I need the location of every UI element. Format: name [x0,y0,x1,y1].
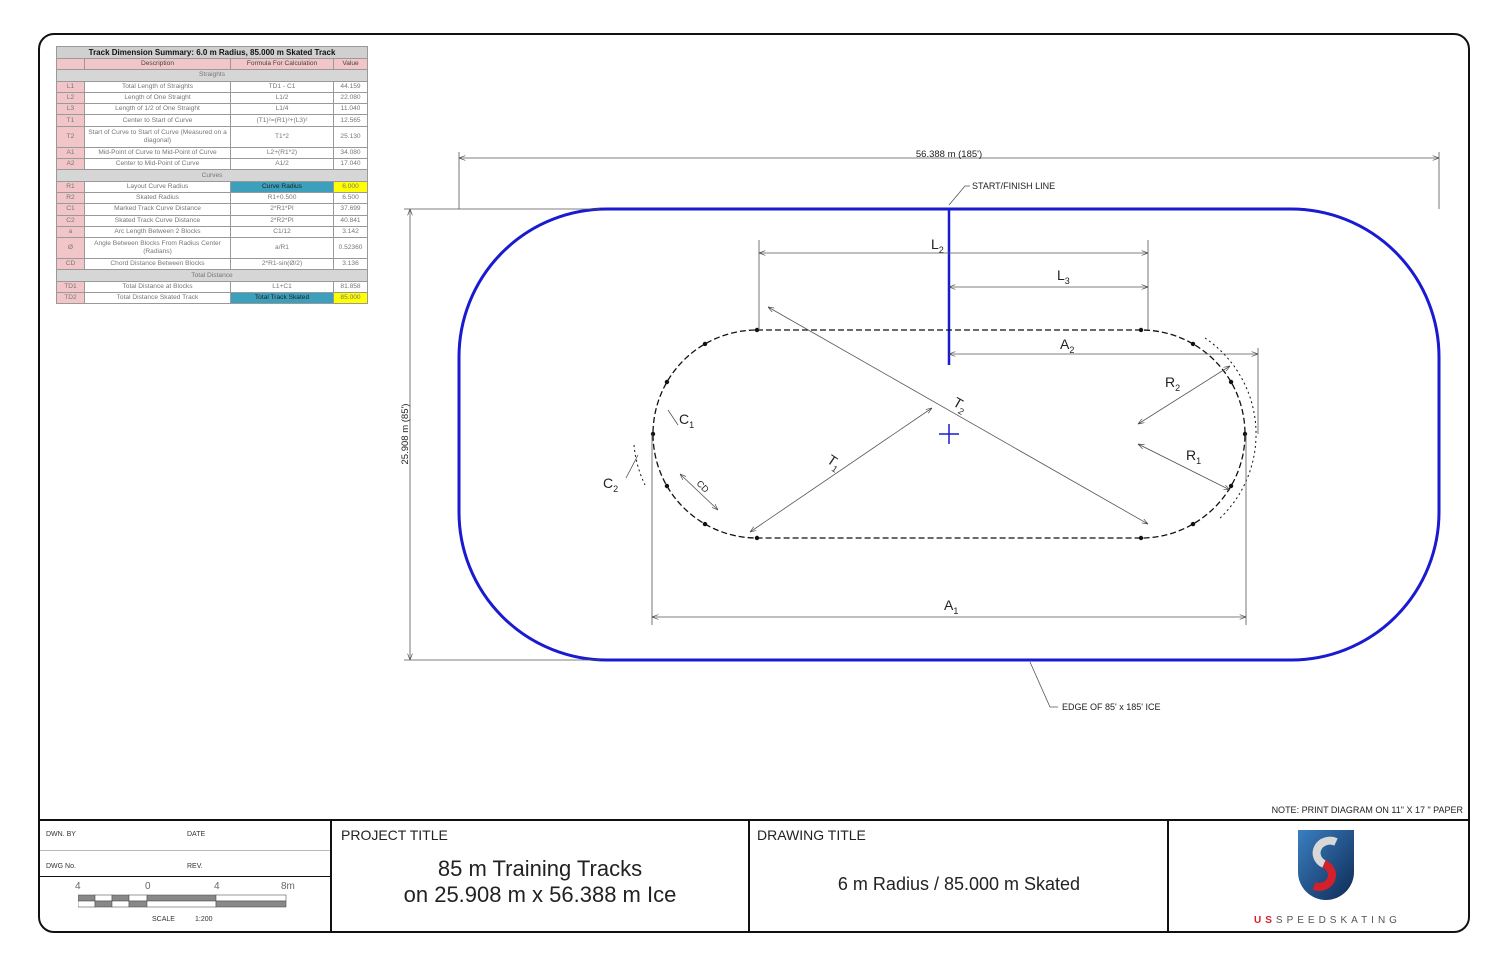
track-block [754,327,760,333]
track-block [664,379,670,385]
track-block [754,535,760,541]
drawing-title: 6 m Radius / 85.000 m Skated [837,874,1081,894]
scale-value: 1:200 [195,916,213,923]
label-t1: T1 [823,451,845,474]
scale-tick: 4 [75,881,81,892]
logo-shield-icon [1298,830,1354,900]
r2-dimension [1138,366,1230,424]
t1-dimension [750,408,932,532]
description-cell: Arc Length Between 2 Blocks [84,225,231,239]
track-block [1228,483,1234,489]
track-block [702,521,708,527]
label-cd: CD [695,478,712,495]
project-title: 85 m Training Tracks on 25.908 m x 56.38… [332,856,748,908]
edge-label: EDGE OF 85' x 185' ICE [1062,702,1160,712]
track-block [1228,379,1234,385]
width-dimension-label: 56.388 m (185') [916,149,982,160]
skated-track-arc-right [1204,337,1257,521]
table-title-row: Track Dimension Summary: 6.0 m Radius, 8… [55,46,369,59]
scale-label: SCALE [152,916,175,923]
edge-leader [1029,661,1058,708]
track-block [1242,431,1248,437]
project-title-heading: PROJECT TITLE [341,827,448,843]
symbol-cell: TD2 [56,292,85,305]
track-block [650,431,656,437]
track-block [664,483,670,489]
label-l3: L3 [1057,267,1070,286]
divider [748,820,750,932]
drawing-frame [38,33,1470,933]
drawn-by-label: DWN. BY [46,831,76,838]
date-label: DATE [187,831,206,838]
column-header: Description [84,57,231,71]
track-block [1190,521,1196,527]
title-block [38,819,1470,821]
label-t2: T2 [949,394,970,417]
symbol-cell: T2 [56,125,85,148]
label-a2: A2 [1060,336,1074,355]
scale-bar-graphic [78,894,287,908]
project-title-line1: 85 m Training Tracks [437,856,643,881]
label-r1: R1 [1186,447,1201,466]
track-block [1190,341,1196,347]
scale-tick: 0 [145,881,151,892]
symbol-cell: a [56,225,85,239]
description-cell: Center to Start of Curve [84,114,231,127]
divider [330,820,332,932]
label-c1: C1 [679,411,694,430]
divider [40,850,330,851]
formula-cell: Total Track Skated [230,292,334,305]
center-cross-icon [939,424,959,444]
start-finish-label: START/FINISH LINE [972,181,1055,191]
scale-tick: 8m [281,881,295,892]
drawing-title-heading: DRAWING TITLE [757,827,866,843]
logo-text: USSPEEDSKATING [1254,915,1401,926]
label-l2: L2 [931,236,944,255]
label-r2: R2 [1165,374,1180,393]
divider [1167,820,1169,932]
dwg-no-label: DWG No. [46,863,76,870]
r1-dimension [1138,444,1230,490]
cd-dimension [680,474,718,510]
track-block [1138,327,1144,333]
track-block [1138,535,1144,541]
value-cell: 3.142 [332,225,369,239]
t2-dimension [768,307,1148,524]
scale-tick: 4 [214,881,220,892]
track-block [702,341,708,347]
label-c2: C2 [603,475,618,494]
dimension-summary-table: Track Dimension Summary: 6.0 m Radius, 8… [55,46,369,305]
project-title-line2: on 25.908 m x 56.388 m Ice [403,882,677,907]
divider [40,876,330,877]
rev-label: REV. [187,863,203,870]
table-title: Track Dimension Summary: 6.0 m Radius, 8… [55,46,369,59]
height-dimension-label: 25.908 m (85') [400,404,411,465]
value-cell: 12.565 [332,114,369,127]
print-note: NOTE: PRINT DIAGRAM ON 11" X 17 " PAPER [1272,805,1464,815]
skated-track-arc-left [633,444,646,486]
formula-cell: Curve Radius [230,180,334,193]
value-cell: 85.000 [332,292,369,305]
start-finish-leader [948,185,970,206]
label-a1: A1 [944,597,958,616]
